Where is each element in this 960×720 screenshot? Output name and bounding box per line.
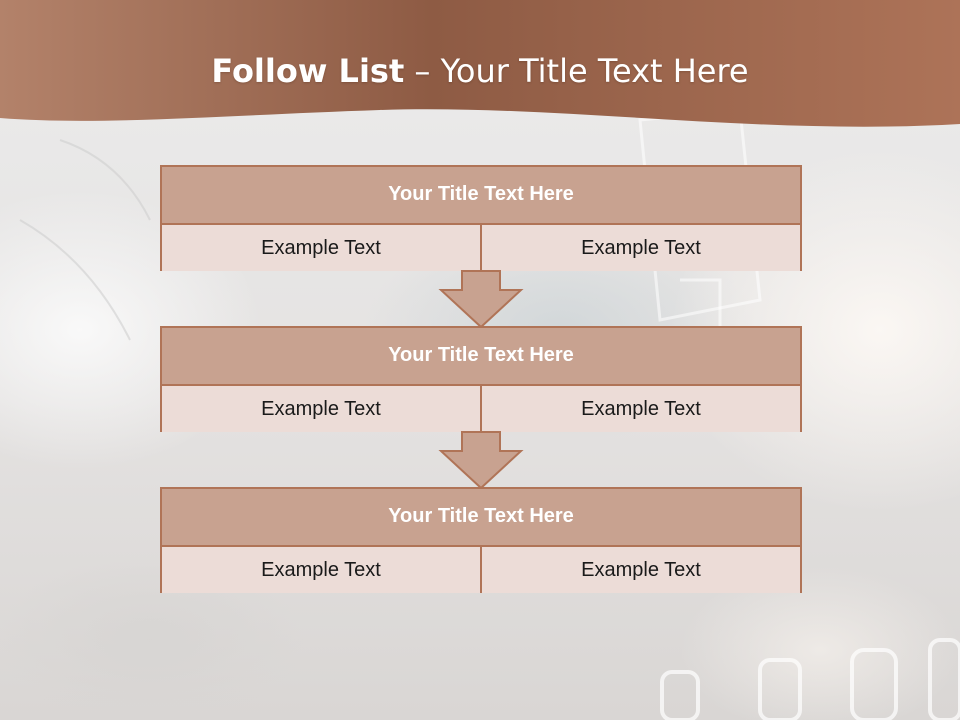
step-2-cell-left: Example Text bbox=[162, 386, 480, 432]
step-3: Your Title Text Here Example Text Exampl… bbox=[160, 487, 802, 593]
step-2: Your Title Text Here Example Text Exampl… bbox=[160, 326, 802, 432]
step-3-cell-right: Example Text bbox=[480, 547, 800, 593]
down-arrow-icon bbox=[438, 270, 524, 329]
step-1: Your Title Text Here Example Text Exampl… bbox=[160, 165, 802, 271]
step-3-title: Your Title Text Here bbox=[162, 489, 800, 547]
step-3-cell-left: Example Text bbox=[162, 547, 480, 593]
step-2-cell-right: Example Text bbox=[480, 386, 800, 432]
down-arrow-icon bbox=[438, 431, 524, 490]
step-2-title: Your Title Text Here bbox=[162, 328, 800, 386]
step-1-cell-right: Example Text bbox=[480, 225, 800, 271]
step-1-cell-left: Example Text bbox=[162, 225, 480, 271]
header-banner bbox=[0, 0, 960, 127]
step-1-title: Your Title Text Here bbox=[162, 167, 800, 225]
slide-title: Follow List – Your Title Text Here bbox=[211, 52, 749, 90]
